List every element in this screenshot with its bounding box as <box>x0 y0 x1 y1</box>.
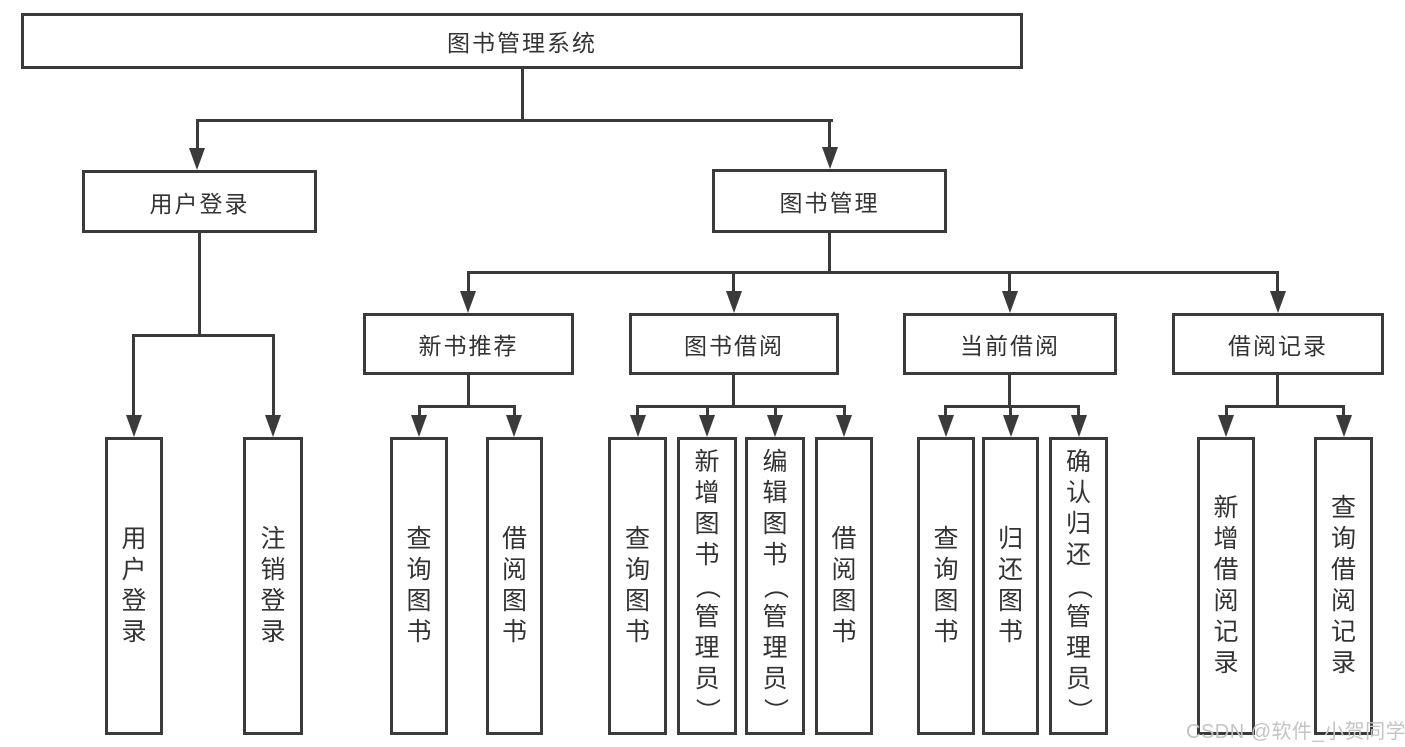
node-leaf-borrow-books-2: 借阅图书 <box>815 437 873 735</box>
connector-leaf-drop <box>1009 405 1012 419</box>
connector-leaf-drop <box>774 405 777 419</box>
node-leaf-borrow-books-1-label: 借阅图书 <box>501 525 527 646</box>
node-leaf-confirm-return-admin: 确认归还（管理员） <box>1049 437 1108 735</box>
node-leaf-query-books-1: 查询图书 <box>390 437 448 735</box>
arrowhead-leaf <box>506 415 522 437</box>
node-leaf-add-books-admin: 新增图书（管理员） <box>677 437 737 735</box>
node-leaf-add-borrow-record-label: 新增借阅记录 <box>1213 494 1239 677</box>
arrowhead-leaf <box>1003 415 1019 437</box>
arrowhead-logout-leaf <box>265 415 281 437</box>
arrowhead-current-borrow <box>1002 291 1018 313</box>
node-leaf-user-login-label: 用户登录 <box>121 525 147 646</box>
node-leaf-add-books-admin-label: 新增图书（管理员） <box>693 447 722 723</box>
connector-leaf-drop <box>1225 405 1228 419</box>
node-root: 图书管理系统 <box>21 13 1023 69</box>
connector-current-borrow-drop <box>1008 271 1011 295</box>
connector-leaf-drop <box>944 405 947 419</box>
arrowhead-leaf <box>1218 415 1234 437</box>
arrowhead-leaf <box>938 415 954 437</box>
node-new-book-recommend-label: 新书推荐 <box>418 333 519 359</box>
arrowhead-leaf <box>836 415 852 437</box>
connector-book-borrow-drop <box>732 271 735 295</box>
connector-login-leaf-drop <box>132 334 135 419</box>
node-leaf-query-borrow-record: 查询借阅记录 <box>1314 437 1373 735</box>
connector-borrow-records-stem <box>1276 375 1279 408</box>
node-leaf-add-borrow-record: 新增借阅记录 <box>1197 437 1255 735</box>
connector-user-login-drop <box>196 119 199 152</box>
node-user-login: 用户登录 <box>82 170 317 233</box>
arrowhead-leaf <box>767 415 783 437</box>
connector-book-mgmt-drop <box>828 119 831 152</box>
connector-leaf-drop <box>636 405 639 419</box>
connector-leaf-drop <box>1342 405 1345 419</box>
node-leaf-confirm-return-admin-label: 确认归还（管理员） <box>1064 447 1093 723</box>
node-leaf-query-books-2: 查询图书 <box>608 437 667 735</box>
connector-level2-rail <box>467 271 1279 274</box>
node-leaf-return-books: 归还图书 <box>982 437 1039 735</box>
node-leaf-query-books-1-label: 查询图书 <box>406 525 432 646</box>
connector-leaf-drop <box>843 405 846 419</box>
node-book-borrowing-label: 图书借阅 <box>684 333 784 359</box>
connector-level1-rail <box>196 119 833 122</box>
node-current-borrowing: 当前借阅 <box>903 313 1117 375</box>
node-borrowing-records: 借阅记录 <box>1172 313 1384 375</box>
node-leaf-query-borrow-record-label: 查询借阅记录 <box>1330 494 1356 677</box>
node-leaf-borrow-books-2-label: 借阅图书 <box>831 525 857 646</box>
node-book-management-label: 图书管理 <box>779 190 880 216</box>
node-leaf-query-books-3: 查询图书 <box>917 437 975 735</box>
arrowhead-user-login <box>189 148 205 170</box>
connector-book-mgmt-stem <box>828 233 831 274</box>
arrowhead-book-borrow <box>726 291 742 313</box>
connector-current-borrow-rail <box>944 405 1080 408</box>
arrowhead-leaf <box>411 415 427 437</box>
connector-user-login-stem <box>198 233 201 337</box>
node-leaf-logout: 注销登录 <box>243 437 303 735</box>
connector-new-books-stem <box>467 375 470 408</box>
arrowhead-leaf <box>699 415 715 437</box>
node-root-label: 图书管理系统 <box>447 30 597 56</box>
node-borrowing-records-label: 借阅记录 <box>1228 333 1328 359</box>
node-leaf-query-books-2-label: 查询图书 <box>624 525 650 646</box>
csdn-watermark: CSDN @软件_小贺同学 <box>1186 721 1405 743</box>
connector-new-books-rail <box>418 405 516 408</box>
connector-book-borrow-stem <box>732 375 735 408</box>
connector-leaf-drop <box>1077 405 1080 419</box>
node-leaf-borrow-books-1: 借阅图书 <box>486 437 543 735</box>
node-leaf-user-login: 用户登录 <box>105 437 163 735</box>
node-current-borrowing-label: 当前借阅 <box>960 333 1060 359</box>
arrowhead-leaf <box>1071 415 1087 437</box>
connector-book-borrow-rail <box>636 405 846 408</box>
arrowhead-book-mgmt <box>822 147 838 169</box>
arrowhead-login-leaf <box>126 415 142 437</box>
connector-leaf-drop <box>513 405 516 419</box>
arrowhead-new-books <box>460 291 476 313</box>
connector-logout-leaf-drop <box>272 334 275 419</box>
node-user-login-label: 用户登录 <box>149 190 250 217</box>
arrowhead-leaf <box>1336 415 1352 437</box>
node-leaf-query-books-3-label: 查询图书 <box>933 525 959 646</box>
connector-borrow-records-drop <box>1276 271 1279 295</box>
node-new-book-recommend: 新书推荐 <box>363 313 574 375</box>
node-book-borrowing: 图书借阅 <box>629 313 839 375</box>
connector-current-borrow-stem <box>1008 375 1011 408</box>
connector-leaf-drop <box>418 405 421 419</box>
connector-user-login-rail <box>132 334 274 337</box>
node-book-management: 图书管理 <box>712 169 947 233</box>
arrowhead-leaf <box>630 415 646 437</box>
node-leaf-edit-books-admin-label: 编辑图书（管理员） <box>761 447 790 723</box>
connector-borrow-records-rail <box>1225 405 1345 408</box>
node-leaf-edit-books-admin: 编辑图书（管理员） <box>745 437 805 735</box>
node-leaf-return-books-label: 归还图书 <box>997 525 1023 646</box>
node-leaf-logout-label: 注销登录 <box>260 525 286 646</box>
connector-leaf-drop <box>706 405 709 419</box>
connector-root-stem <box>521 69 524 122</box>
connector-new-books-drop <box>467 271 470 295</box>
arrowhead-borrow-records <box>1270 291 1286 313</box>
